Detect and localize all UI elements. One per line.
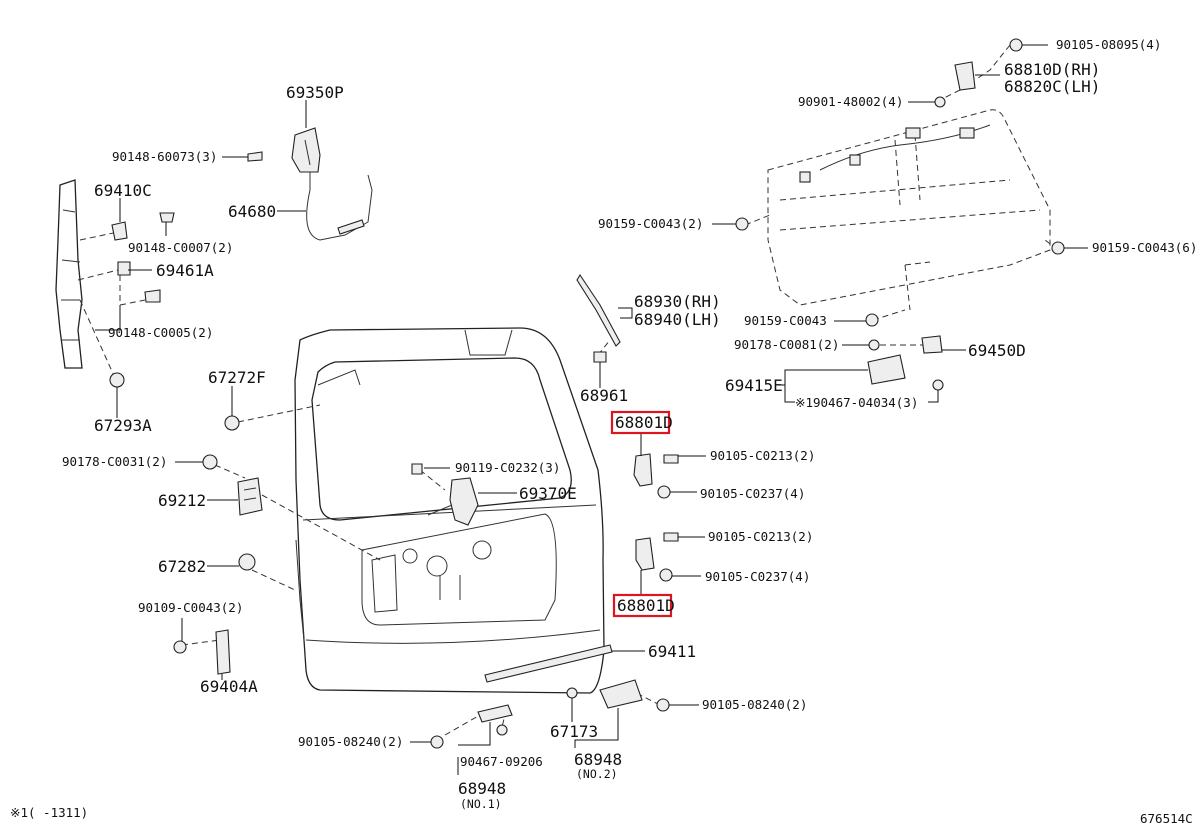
bracket-68948-no1 xyxy=(477,704,513,723)
bolt-90105-C0213-a xyxy=(663,454,679,464)
label-68801D-bottom[interactable]: 68801D xyxy=(617,596,675,615)
highlight-68801D-top xyxy=(610,410,671,435)
bracket-69450D xyxy=(921,335,943,354)
label-69370E[interactable]: 69370E xyxy=(519,484,577,503)
label-68948-no1-sub: (NO.1) xyxy=(460,797,502,811)
label-67282[interactable]: 67282 xyxy=(158,557,206,576)
label-69461A[interactable]: 69461A xyxy=(156,261,214,280)
bracket-68948-no2 xyxy=(599,679,643,709)
bolt-90105-08240-right xyxy=(656,698,670,712)
bolt-90105-C0237-a xyxy=(657,485,671,499)
label-90178-C0031[interactable]: 90178-C0031(2) xyxy=(62,454,167,469)
leader-lines xyxy=(95,44,1088,775)
bolt-90105-C0237-b xyxy=(659,568,673,582)
label-90901-48002[interactable]: 90901-48002(4) xyxy=(798,94,903,109)
label-90105-08240-right[interactable]: 90105-08240(2) xyxy=(702,697,807,712)
screw-90178-C0031 xyxy=(202,454,218,470)
label-90148-60073[interactable]: 90148-60073(3) xyxy=(112,149,217,164)
screw-90159-C0043-6 xyxy=(1051,241,1065,255)
illustration-id: 676514C xyxy=(1140,811,1193,826)
label-69212[interactable]: 69212 xyxy=(158,491,206,510)
stay-69411 xyxy=(484,644,613,683)
bracket-69404A xyxy=(215,629,231,675)
label-69450D[interactable]: 69450D xyxy=(968,341,1026,360)
screw-90148-C0007 xyxy=(159,212,175,223)
label-90105-C0213-a[interactable]: 90105-C0213(2) xyxy=(710,448,815,463)
label-68948-no2[interactable]: 68948 xyxy=(574,750,622,769)
label-90467-04034[interactable]: ※190467-04034(3) xyxy=(795,395,918,410)
label-68948-no1[interactable]: 68948 xyxy=(458,779,506,798)
label-90105-08240-left[interactable]: 90105-08240(2) xyxy=(298,734,403,749)
cushion-67282 xyxy=(238,553,256,571)
lock-assembly xyxy=(291,127,321,173)
label-69404A[interactable]: 69404A xyxy=(200,677,258,696)
screw-90467-09206 xyxy=(496,724,508,736)
bolt-90105-C0213-b xyxy=(663,532,679,542)
label-68810D[interactable]: 68810D(RH) xyxy=(1004,60,1100,79)
back-door-panel xyxy=(294,327,605,694)
label-90105-C0213-b[interactable]: 90105-C0213(2) xyxy=(708,529,813,544)
back-door-trim-board xyxy=(767,109,1051,311)
label-68961[interactable]: 68961 xyxy=(580,386,628,405)
handle-69212 xyxy=(237,477,263,516)
label-67272F[interactable]: 67272F xyxy=(208,368,266,387)
screw-90159-C0043 xyxy=(865,313,879,327)
screw-90109-C0043 xyxy=(173,640,187,654)
handle-69415E xyxy=(867,354,906,385)
hardware-parts xyxy=(109,38,1065,749)
label-90159-C0043-2[interactable]: 90159-C0043(2) xyxy=(598,216,703,231)
hinge-68810D xyxy=(954,61,976,91)
label-90105-C0237-a[interactable]: 90105-C0237(4) xyxy=(700,486,805,501)
label-68940[interactable]: 68940(LH) xyxy=(634,310,721,329)
label-90109-C0043[interactable]: 90109-C0043(2) xyxy=(138,600,243,615)
cushion-67272F xyxy=(224,415,240,431)
label-67173[interactable]: 67173 xyxy=(550,722,598,741)
label-90148-C0005[interactable]: 90148-C0005(2) xyxy=(108,325,213,340)
label-64680[interactable]: 64680 xyxy=(228,202,276,221)
label-90178-C0081[interactable]: 90178-C0081(2) xyxy=(734,337,839,352)
label-68820C[interactable]: 68820C(LH) xyxy=(1004,77,1100,96)
screw-90148-C0005 xyxy=(144,289,161,303)
label-90467-09206[interactable]: 90467-09206 xyxy=(460,754,543,769)
label-69350P[interactable]: 69350P xyxy=(286,83,344,102)
damper-68930 xyxy=(576,273,621,347)
label-90159-C0043-6[interactable]: 90159-C0043(6) xyxy=(1092,240,1197,255)
stud-68961 xyxy=(593,351,607,363)
clip-69410C xyxy=(111,221,128,241)
part-labels: 69350P 90148-60073(3) 64680 69410C 90148… xyxy=(62,37,1197,811)
screw-90119-C0232 xyxy=(411,463,423,475)
screw-90148-60073 xyxy=(247,151,263,162)
label-68948-no2-sub: (NO.2) xyxy=(576,767,618,781)
bolt-90105-08240-left xyxy=(430,735,444,749)
bolt-90901-48002 xyxy=(934,96,946,108)
label-90159-C0043[interactable]: 90159-C0043 xyxy=(744,313,827,328)
lock-69370E xyxy=(449,477,479,526)
label-90105-C0237-b[interactable]: 90105-C0237(4) xyxy=(705,569,810,584)
label-90119-C0232[interactable]: 90119-C0232(3) xyxy=(455,460,560,475)
label-69415E[interactable]: 69415E xyxy=(725,376,783,395)
cushion-67293A xyxy=(109,372,125,388)
cushion-67173 xyxy=(566,687,578,699)
label-90148-C0007[interactable]: 90148-C0007(2) xyxy=(128,240,233,255)
label-90105-08095[interactable]: 90105-08095(4) xyxy=(1056,37,1161,52)
bolt-90105-08095 xyxy=(1009,38,1023,52)
highlight-68801D-bottom xyxy=(612,593,673,618)
clip-69461A xyxy=(117,261,131,276)
screw-90467-04034 xyxy=(932,379,944,391)
hinge-68801D-top xyxy=(633,453,653,487)
label-68801D-top[interactable]: 68801D xyxy=(615,413,673,432)
footer-note: ※1( -1311) xyxy=(10,805,88,820)
hinge-68801D-bottom xyxy=(635,537,655,571)
screw-90159-C0043-2 xyxy=(735,217,749,231)
label-67293A[interactable]: 67293A xyxy=(94,416,152,435)
screw-90178-C0081 xyxy=(868,339,880,351)
left-pillar-trim xyxy=(55,179,83,369)
label-69410C[interactable]: 69410C xyxy=(94,181,152,200)
label-68930[interactable]: 68930(RH) xyxy=(634,292,721,311)
label-69411[interactable]: 69411 xyxy=(648,642,696,661)
